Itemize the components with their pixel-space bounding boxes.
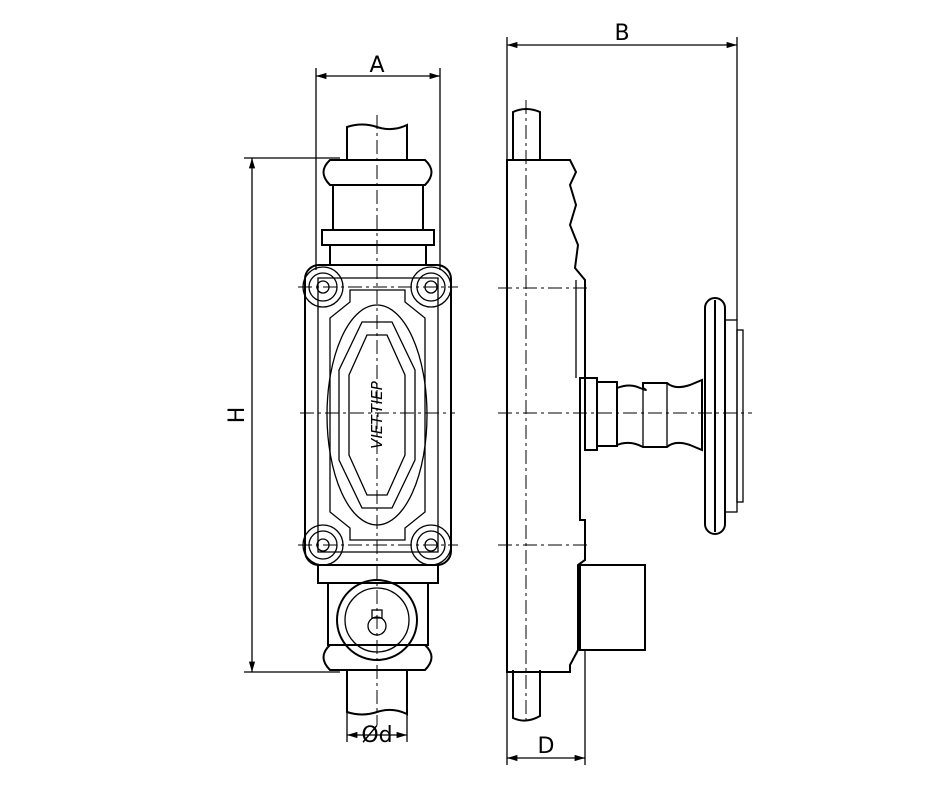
front-view: A H VIET-TIEP [225, 53, 458, 748]
dimension-h-label: H [225, 407, 250, 424]
brand-text: VIET-TIEP [368, 380, 386, 449]
dimension-a-label: A [369, 53, 384, 78]
dimension-h: H [225, 157, 340, 673]
dimension-d-diameter-label: Ød [361, 723, 392, 748]
dimension-d: D [506, 650, 586, 765]
side-view: B D [498, 21, 752, 765]
dimension-d-diameter: Ød [346, 712, 408, 748]
dimension-a: A [315, 53, 441, 270]
dimension-d-label: D [538, 734, 555, 759]
dimension-b-label: B [614, 21, 629, 46]
handle-knob [584, 297, 744, 535]
dimension-b: B [506, 21, 738, 320]
